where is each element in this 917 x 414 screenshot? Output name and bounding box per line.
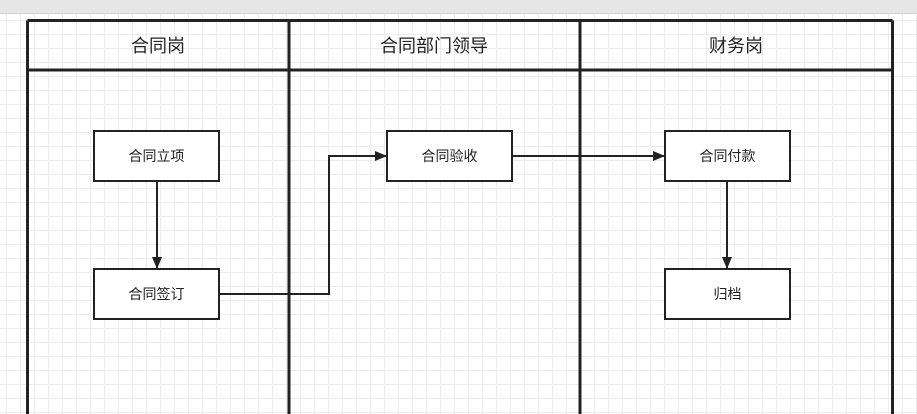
top-toolbar-strip	[0, 0, 917, 14]
node-label: 合同验收	[422, 149, 478, 165]
node-label: 合同付款	[700, 149, 756, 165]
lane-title: 合同部门领导	[380, 36, 488, 57]
diagram-canvas	[0, 14, 917, 414]
node-label: 归档	[714, 286, 742, 303]
connectors	[152, 151, 732, 295]
node-contract-initiation[interactable]: 合同立项	[93, 130, 220, 182]
node-archiving[interactable]: 归档	[664, 268, 791, 320]
node-contract-signing[interactable]: 合同签订	[93, 268, 220, 320]
swimlane-pool	[26, 19, 894, 414]
node-label: 合同立项	[129, 149, 185, 165]
edge-signing-to-acceptance	[219, 151, 387, 295]
node-contract-acceptance[interactable]: 合同验收	[386, 130, 513, 182]
lane-header-dept-leader: 合同部门领导	[380, 36, 488, 57]
lane-title: 财务岗	[709, 36, 763, 57]
lane-header-finance: 财务岗	[709, 36, 763, 57]
node-contract-payment[interactable]: 合同付款	[664, 130, 791, 182]
node-label: 合同签订	[129, 286, 185, 303]
lane-title: 合同岗	[131, 36, 185, 57]
lane-header-contract-post: 合同岗	[131, 36, 185, 57]
